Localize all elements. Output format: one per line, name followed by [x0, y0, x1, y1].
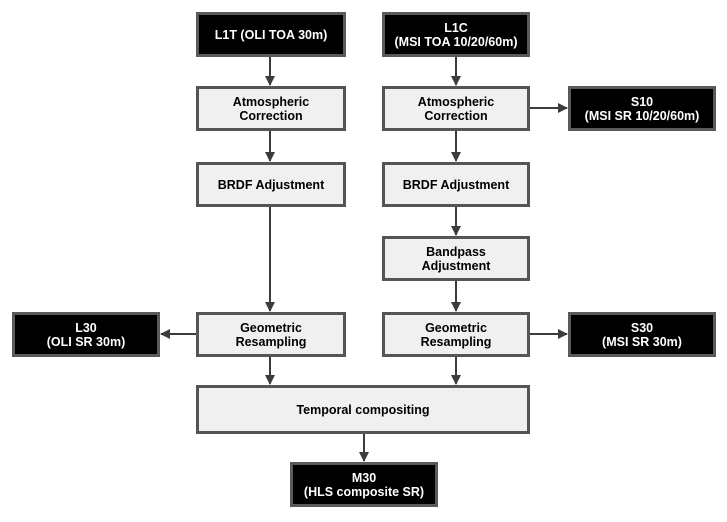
node-l30-line-1: L30 [75, 320, 97, 335]
node-temporal-compositing-line-1: Temporal compositing [296, 402, 430, 417]
node-bandpass-adjustment-line-1: Bandpass [426, 244, 486, 259]
node-l1t-line-1: L1T (OLI TOA 30m) [214, 27, 328, 42]
node-geometric-resampling-right: Geometric Resampling [382, 312, 530, 357]
node-s10-line-2: (MSI SR 10/20/60m) [584, 108, 700, 123]
node-l1t: L1T (OLI TOA 30m) [196, 12, 346, 57]
node-brdf-adjustment-right-line-1: BRDF Adjustment [402, 177, 510, 192]
node-brdf-adjustment-left: BRDF Adjustment [196, 162, 346, 207]
node-l1c-line-2: (MSI TOA 10/20/60m) [394, 34, 518, 49]
node-geometric-resampling-right-line-1: Geometric [425, 320, 487, 335]
node-atmospheric-correction-left-line-1: Atmospheric [232, 94, 310, 109]
node-geometric-resampling-left: Geometric Resampling [196, 312, 346, 357]
node-geometric-resampling-left-line-2: Resampling [235, 334, 307, 349]
node-atmospheric-correction-right: Atmospheric Correction [382, 86, 530, 131]
node-l1c-line-1: L1C [444, 20, 468, 35]
node-brdf-adjustment-left-line-1: BRDF Adjustment [217, 177, 325, 192]
node-s30-line-1: S30 [630, 320, 654, 335]
node-m30: M30 (HLS composite SR) [290, 462, 438, 507]
node-s30: S30 (MSI SR 30m) [568, 312, 716, 357]
node-l30: L30 (OLI SR 30m) [12, 312, 160, 357]
node-atmospheric-correction-left: Atmospheric Correction [196, 86, 346, 131]
node-atmospheric-correction-right-line-1: Atmospheric [417, 94, 495, 109]
node-atmospheric-correction-right-line-2: Correction [424, 108, 488, 123]
node-l30-line-2: (OLI SR 30m) [46, 334, 126, 349]
node-bandpass-adjustment: Bandpass Adjustment [382, 236, 530, 281]
node-m30-line-2: (HLS composite SR) [303, 484, 425, 499]
node-bandpass-adjustment-line-2: Adjustment [421, 258, 491, 273]
node-geometric-resampling-left-line-1: Geometric [240, 320, 302, 335]
node-atmospheric-correction-left-line-2: Correction [239, 108, 303, 123]
node-s10-line-1: S10 [630, 94, 654, 109]
node-geometric-resampling-right-line-2: Resampling [420, 334, 492, 349]
node-m30-line-1: M30 [351, 470, 377, 485]
node-l1c: L1C (MSI TOA 10/20/60m) [382, 12, 530, 57]
node-s10: S10 (MSI SR 10/20/60m) [568, 86, 716, 131]
node-s30-line-2: (MSI SR 30m) [602, 334, 682, 349]
node-brdf-adjustment-right: BRDF Adjustment [382, 162, 530, 207]
node-temporal-compositing: Temporal compositing [196, 385, 530, 434]
